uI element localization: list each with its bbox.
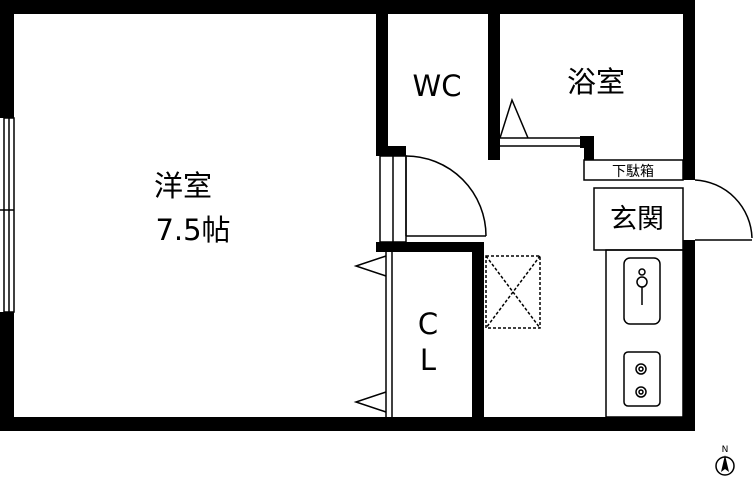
wall-right-lower [683, 240, 695, 431]
bath-label: 浴室 [567, 65, 625, 99]
floor-hatch [485, 255, 541, 329]
shoe-box-outline [583, 159, 684, 181]
closet-label-c: C [418, 307, 438, 341]
stove [623, 351, 661, 407]
closet-door-lower [353, 391, 387, 413]
western-room-size: 7.5帖 [155, 213, 230, 247]
walls [0, 0, 695, 431]
wall-hall [376, 242, 482, 252]
wall-left-lower [0, 312, 14, 430]
kitchen-counter [605, 249, 684, 418]
wall-closet-right [472, 242, 484, 430]
wall-wc-bath [488, 0, 500, 160]
wall-bath-right [584, 136, 594, 160]
wall-bottom [0, 417, 695, 431]
compass-label: N [722, 445, 729, 455]
wall-room-wc [376, 0, 388, 152]
wall-right-upper [683, 0, 695, 180]
hall-door-swing [405, 155, 487, 237]
wall-top [0, 0, 695, 14]
north-arrow-icon: N [715, 445, 735, 476]
thin-lines [0, 97, 753, 418]
sink [623, 257, 661, 325]
entrance-label: 玄関 [610, 204, 664, 235]
wc-label: WC [413, 69, 462, 103]
closet-label-l: L [420, 343, 436, 377]
shoe-box-label: 下駄箱 [612, 164, 654, 180]
western-room-name: 洋室 [154, 169, 212, 203]
wall-wc-bottom [376, 146, 406, 156]
wall-left-upper [0, 0, 14, 118]
entrance-door-swing [694, 179, 753, 239]
closet-door-upper [353, 255, 387, 277]
bath-door [499, 97, 529, 139]
